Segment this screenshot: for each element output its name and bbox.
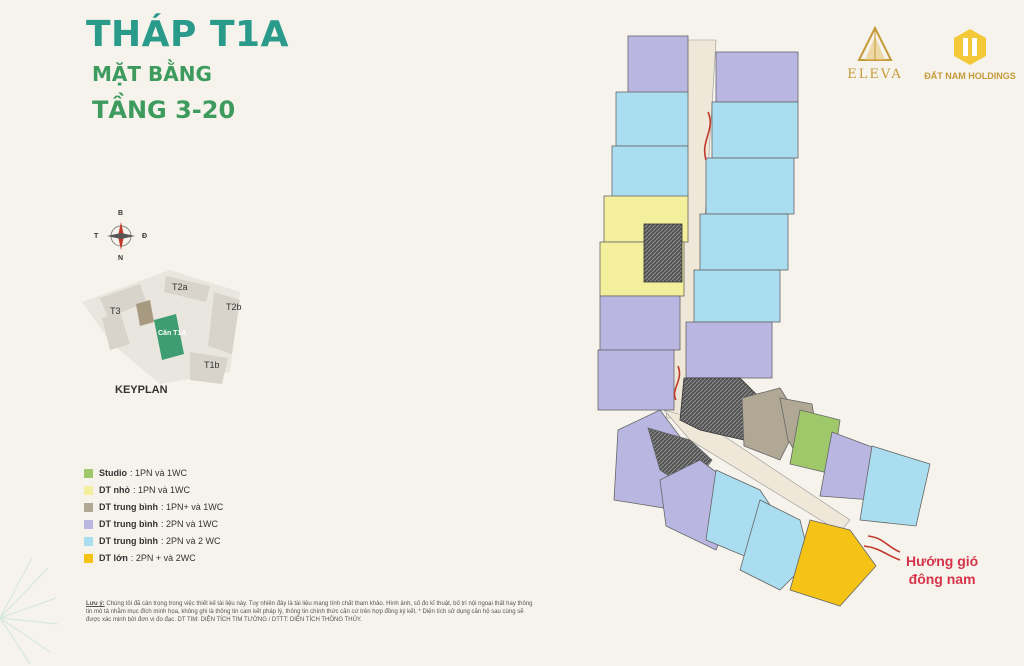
legend-desc: 1PN và 1WC bbox=[138, 485, 191, 495]
apartment-unit bbox=[711, 101, 799, 159]
legend-type: DT trung bình bbox=[99, 502, 158, 512]
apartment-unit bbox=[789, 519, 877, 607]
compass-east-letter: Đ bbox=[142, 233, 148, 240]
legend-desc: 2PN và 1WC bbox=[166, 519, 219, 529]
legend-type: DT lớn bbox=[99, 553, 128, 563]
floors-label: TẦNG 3-20 bbox=[92, 96, 236, 124]
keyplan-tower-t2b: T2b bbox=[226, 302, 242, 312]
eleva-logo-text: ELEVA bbox=[847, 67, 903, 82]
disclaimer-note: Lưu ý: Chúng tôi đã cân trọng trong việc… bbox=[86, 600, 536, 624]
legend-row: DT lớn: 2PN + và 2WC bbox=[84, 551, 196, 565]
datnam-logo: ĐẤT NAM HOLDINGS bbox=[920, 28, 1020, 81]
wind-arrow bbox=[863, 545, 901, 561]
datnam-emblem-icon bbox=[954, 29, 986, 65]
legend-swatch-medium-1pn bbox=[84, 502, 93, 512]
compass-rose-icon bbox=[107, 222, 135, 250]
compass-west-letter: T bbox=[94, 233, 99, 240]
compass-north-letter: B bbox=[118, 210, 124, 217]
legend-swatch-medium-2pn-1wc bbox=[84, 519, 93, 529]
legend-swatch-large bbox=[84, 553, 93, 563]
apartment-unit bbox=[611, 145, 689, 199]
legend-type: DT trung bình bbox=[99, 536, 158, 546]
wind-direction-label: Hướng gió đông nam bbox=[906, 552, 978, 588]
apartment-unit bbox=[627, 35, 689, 95]
decorative-sunburst-icon bbox=[0, 557, 59, 665]
apartment-unit bbox=[715, 51, 799, 103]
stair-core bbox=[643, 223, 683, 283]
keyplan-tower-t3: T3 bbox=[110, 306, 121, 316]
apartment-unit bbox=[685, 321, 773, 379]
page-subtitle: MẶT BẰNG bbox=[92, 62, 212, 86]
page-title: THÁP T1A bbox=[86, 14, 289, 55]
left-units bbox=[597, 35, 689, 411]
wind-arrows bbox=[673, 111, 901, 561]
keyplan-tower-t2a: T2a bbox=[172, 282, 188, 292]
keyplan-tower-t1b: T1b bbox=[204, 360, 220, 370]
legend-desc: 1PN+ và 1WC bbox=[166, 502, 224, 512]
eleva-logo: ELEVA bbox=[840, 25, 910, 82]
apartment-unit bbox=[705, 157, 795, 215]
apartment-unit bbox=[693, 269, 781, 323]
note-label: Lưu ý: bbox=[86, 601, 105, 607]
compass: B T Đ N bbox=[94, 208, 148, 264]
apartment-unit bbox=[615, 91, 689, 147]
diagonal-units bbox=[613, 387, 931, 607]
apartment-unit bbox=[597, 349, 675, 411]
legend-row: DT nhỏ: 1PN và 1WC bbox=[84, 483, 190, 497]
legend-swatch-small bbox=[84, 485, 93, 495]
legend-desc: 2PN và 2 WC bbox=[166, 536, 221, 546]
datnam-logo-text: ĐẤT NAM HOLDINGS bbox=[924, 71, 1016, 81]
legend-swatch-studio bbox=[84, 468, 93, 478]
keyplan-label: KEYPLAN bbox=[115, 384, 168, 396]
compass-south-letter: N bbox=[118, 255, 124, 262]
legend-row: Studio: 1PN và 1WC bbox=[84, 466, 187, 480]
wind-line2: đông nam bbox=[908, 571, 976, 587]
wind-arrow bbox=[673, 365, 681, 401]
apartment-unit bbox=[599, 295, 681, 351]
keyplan-map: T3 T2a T2b T1b Căn T1A bbox=[80, 262, 260, 392]
wind-arrow bbox=[703, 111, 712, 161]
wind-line1: Hướng gió bbox=[906, 553, 979, 569]
legend-desc: 2PN + và 2WC bbox=[135, 553, 196, 563]
note-text: Chúng tôi đã cân trọng trong việc thiết … bbox=[86, 601, 533, 623]
legend-row: DT trung bình: 2PN và 2 WC bbox=[84, 534, 221, 548]
legend-type: DT nhỏ bbox=[99, 485, 130, 495]
legend-swatch-medium-2pn-2wc bbox=[84, 536, 93, 546]
eleva-mountain-icon bbox=[857, 25, 893, 61]
legend-type: DT trung bình bbox=[99, 519, 158, 529]
right-units bbox=[685, 51, 799, 379]
legend-type: Studio bbox=[99, 468, 127, 478]
legend-row: DT trung bình: 2PN và 1WC bbox=[84, 517, 218, 531]
apartment-unit bbox=[859, 445, 931, 527]
legend-row: DT trung bình: 1PN+ và 1WC bbox=[84, 500, 223, 514]
keyplan-site-drawing bbox=[82, 270, 240, 384]
apartment-unit bbox=[699, 213, 789, 271]
keyplan-tower-t1a: Căn T1A bbox=[158, 330, 187, 337]
wind-arrow bbox=[867, 535, 901, 553]
legend-desc: 1PN và 1WC bbox=[135, 468, 188, 478]
